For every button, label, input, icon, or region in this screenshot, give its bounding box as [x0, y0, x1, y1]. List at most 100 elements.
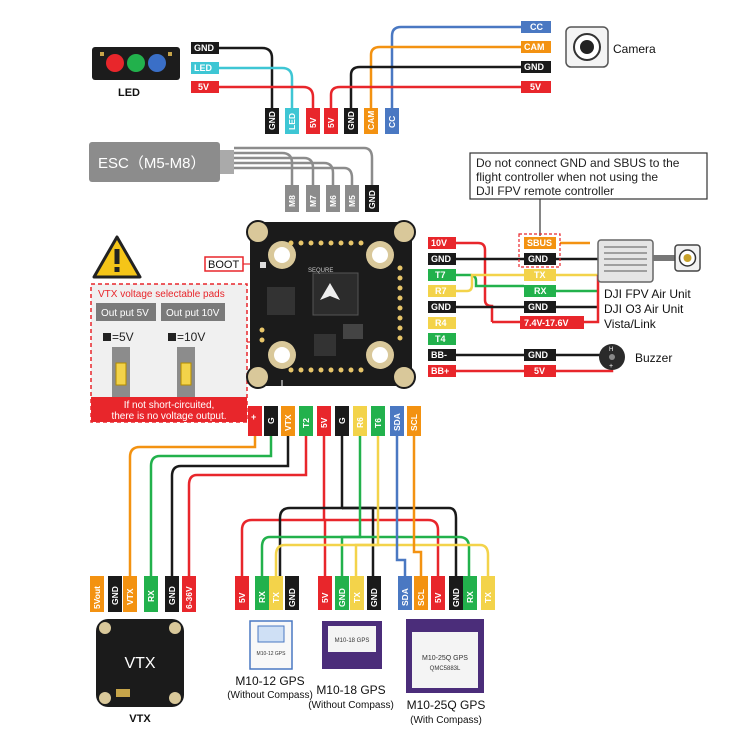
gps1-pin-gnd: GND: [287, 588, 297, 607]
fc-side-pads: 10V GND T7 R7 GND R4 T4 BB- BB+: [428, 237, 456, 377]
fc-pad-gnd-2: GND: [431, 302, 452, 312]
gps3-pin-tx: TX: [483, 592, 493, 603]
fc-pad-t2: T2: [301, 418, 311, 428]
dji-tag-gnd-1: GND: [528, 254, 549, 264]
led-tag-5v: [191, 81, 219, 93]
dji-tag-rx: RX: [534, 286, 547, 296]
fc-bottom-pads: + G VTX T2 5V G R6 T6 SDA SCL: [248, 406, 421, 436]
vtx-pad-10v-value: =10V: [177, 330, 205, 344]
gps2-pins: 5V GND TX GND: [318, 576, 381, 610]
vtx-pin-rx: RX: [146, 590, 156, 602]
sbus-note-line-1: Do not connect GND and SBUS to the: [476, 156, 680, 170]
gps1-pin-rx: RX: [257, 591, 267, 603]
vtx-pin-gnd-2: GND: [167, 586, 177, 605]
buzzer-caption: Buzzer: [635, 351, 672, 365]
gps3-pin-rx: RX: [465, 591, 475, 603]
esc-connector: ESC（M5-M8）: [89, 142, 234, 182]
gps2-pin-gnd: GND: [337, 588, 347, 607]
gps3-board-text-2: QMC5883L: [430, 666, 461, 672]
svg-text:+: +: [609, 363, 613, 370]
gps2-pin-tx: TX: [352, 592, 362, 603]
sbus-note-line-2: flight controller when not using the: [476, 170, 658, 184]
gps1-module: M10-12 GPS: [249, 620, 293, 670]
sbus-note-line-3: DJI FPV remote controller: [476, 184, 614, 198]
led-tag-led-text: LED: [194, 63, 213, 73]
gps3-pin-gnd: GND: [451, 588, 461, 607]
fc-pad-vtx: VTX: [283, 414, 293, 431]
fc-pad-10v: 10V: [431, 238, 447, 248]
led-tag-5v-text: 5V: [198, 82, 209, 92]
cam-pin-cc: CC: [387, 116, 397, 128]
flight-controller-board: SEQURE: [246, 220, 416, 389]
fc-pad-t4: T4: [435, 334, 446, 344]
led-tag-gnd-text: GND: [194, 43, 215, 53]
led-pin-5v: 5V: [308, 117, 318, 128]
vtx-pin-6-36v: 6-36V: [184, 586, 194, 609]
led-caption: LED: [118, 87, 140, 99]
fc-pad-plus: +: [251, 412, 256, 422]
vtx-pin-vtx: VTX: [125, 588, 135, 605]
gps1-pin-tx: TX: [271, 592, 281, 603]
sbus-note-box: [469, 152, 708, 200]
gps3-module: M10-25Q GPS QMC5883L: [406, 619, 484, 693]
buzzer-icon: H +: [599, 344, 625, 370]
gps3-pins: SDA SCL 5V GND RX TX: [398, 576, 495, 610]
fc-pad-t6: T6: [373, 418, 383, 428]
fc-pad-scl: SCL: [409, 414, 419, 431]
fc-brand-text: SEQURE: [308, 268, 333, 274]
vtx-pad-5v-label: Out put 5V: [101, 308, 149, 319]
esc-pin-gnd: GND: [367, 190, 377, 209]
buzzer-tag-5v: 5V: [534, 366, 545, 376]
dji-caption-3: Vista/Link: [604, 317, 657, 331]
led-green-light: [127, 54, 145, 72]
fc-pad-r6: R6: [355, 417, 365, 428]
cam-pin-5v: 5V: [326, 117, 336, 128]
gps2-caption: M10-18 GPS: [316, 683, 385, 697]
dji-tag-gnd-2: GND: [528, 302, 549, 312]
dji-caption-1: DJI FPV Air Unit: [604, 287, 691, 301]
gps2-module: M10-18 GPS: [322, 621, 382, 669]
fc-pad-r7: R7: [435, 286, 447, 296]
vtx-pad-10v-label: Out put 10V: [166, 308, 220, 319]
vtx-pin-5vout: 5Vout: [92, 586, 102, 609]
fc-pad-gnd-1: GND: [431, 254, 452, 264]
gps1-pins: 5V RX TX GND: [235, 576, 299, 610]
led-pin-gnd: GND: [267, 111, 277, 130]
cam-pin-cam: CAM: [366, 111, 376, 130]
esc-label: ESC（M5-M8）: [98, 155, 206, 172]
vtx-pad-note-1: If not short-circuited,: [124, 400, 215, 411]
gps3-pin-sda: SDA: [400, 588, 410, 606]
vtx-pins: 5Vout GND VTX RX GND 6-36V: [90, 576, 196, 612]
dji-air-unit-icon: [597, 239, 701, 283]
fc-pad-r4: R4: [435, 318, 447, 328]
warning-icon: [92, 235, 142, 279]
cam-tag-gnd: GND: [524, 62, 545, 72]
esc-pin-m5: M5: [347, 195, 357, 207]
dji-tag-sbus: SBUS: [527, 238, 552, 248]
camera-icon: [565, 26, 609, 68]
led-pin-led: LED: [287, 113, 297, 130]
led-module: LED: [92, 47, 180, 99]
vtx-pad-box: VTX voltage selectable pads Out put 5V O…: [90, 283, 248, 423]
led-blue-light: [148, 54, 166, 72]
gps1-pin-5v: 5V: [237, 592, 247, 603]
vtx-pin-gnd-1: GND: [110, 586, 120, 605]
led-tag-gnd: [191, 42, 219, 54]
vtx-pad-5v-value: =5V: [112, 330, 134, 344]
gps2-board-text: M10-18 GPS: [335, 638, 370, 644]
gps1-board-text: M10-12 GPS: [257, 651, 287, 657]
fc-pad-sda: SDA: [392, 413, 402, 431]
dji-caption-2: DJI O3 Air Unit: [604, 302, 684, 316]
cam-tag-cc: CC: [530, 22, 543, 32]
boot-label: BOOT: [208, 259, 239, 271]
fc-pad-g-1: G: [266, 417, 276, 424]
led-red-light: [106, 54, 124, 72]
gps1-caption: M10-12 GPS: [235, 674, 304, 688]
vtx-module: VTX: [96, 619, 184, 707]
gps3-subcaption: (With Compass): [410, 715, 482, 726]
gps2-pin-5v: 5V: [320, 592, 330, 603]
fc-pad-bb-plus: BB+: [431, 366, 449, 376]
fc-pad-t7: T7: [435, 270, 446, 280]
